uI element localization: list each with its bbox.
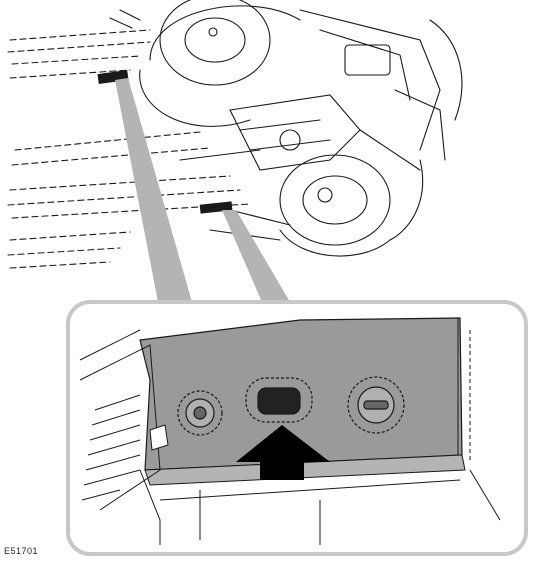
up-arrow-icon xyxy=(236,425,330,480)
detail-inset xyxy=(66,300,528,556)
bolt-left xyxy=(177,390,223,436)
overview-drawing xyxy=(7,0,463,269)
figure-reference-code: E51701 xyxy=(4,546,39,556)
frame-rails xyxy=(7,29,251,269)
crossmember xyxy=(179,94,361,171)
callout-wedge-left xyxy=(115,78,192,302)
hatched-body xyxy=(79,318,501,545)
callout-wedge-right xyxy=(222,210,290,302)
upper-right-assembly xyxy=(109,9,463,241)
jacking-slot xyxy=(245,377,313,423)
bolt-right xyxy=(347,376,405,434)
lower-wheel xyxy=(209,154,391,257)
callout-wedges xyxy=(115,78,290,302)
top-wheel xyxy=(139,0,301,127)
